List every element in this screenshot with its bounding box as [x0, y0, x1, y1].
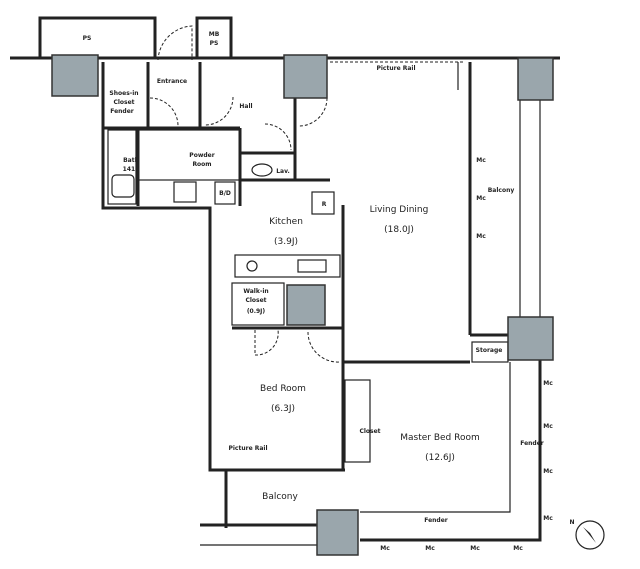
- label-bd: B/D: [219, 190, 231, 197]
- exterior-fender: [360, 360, 542, 542]
- label-walk-in: Walk-in: [243, 288, 268, 295]
- closet-door: [149, 97, 179, 127]
- label-window-mark: Mc: [476, 195, 486, 202]
- bath-room: [107, 129, 137, 205]
- label-walk-in-area: (0.9J): [247, 308, 266, 315]
- label-master-bed-room: Master Bed Room: [400, 433, 480, 443]
- label-living-dining: Living Dining: [370, 205, 429, 215]
- label-bed-room-area: (6.3J): [271, 404, 295, 414]
- label-closet: Closet: [359, 428, 380, 435]
- ps-box: [38, 16, 157, 60]
- entrance-door: [157, 25, 193, 61]
- label-window-mark: Mc: [543, 423, 553, 430]
- label-fender-east: Fender: [520, 440, 544, 447]
- column: [316, 509, 359, 556]
- label-window-mark: Mc: [543, 515, 553, 522]
- label-kitchen-area: (3.9J): [274, 237, 298, 247]
- label-powder-room: Room: [192, 161, 211, 168]
- duct-shaft: [286, 284, 326, 326]
- sink: [297, 259, 327, 273]
- bd-box: [214, 181, 236, 205]
- label-shoes-fender: Fender: [110, 108, 134, 115]
- label-shoes-closet: Closet: [113, 99, 134, 106]
- label-window-mark: Mc: [543, 468, 553, 475]
- label-hall: Hall: [239, 103, 252, 110]
- ld-door: [298, 97, 328, 127]
- label-picture-rail: Picture Rail: [376, 65, 415, 72]
- label-living-dining-area: (18.0J): [384, 225, 414, 235]
- label-window-mark: Mc: [470, 545, 480, 552]
- mb-ps-box: [195, 16, 233, 60]
- toilet: [251, 163, 273, 177]
- column: [517, 57, 554, 101]
- label-kitchen: Kitchen: [269, 217, 303, 227]
- label-shoes-in: Shoes-in: [109, 90, 138, 97]
- bedroom-closet-door: [254, 329, 279, 356]
- compass-label: N: [569, 519, 574, 526]
- label-window-mark: Mc: [543, 380, 553, 387]
- label-picture-rail-bed: Picture Rail: [228, 445, 267, 452]
- label-window-mark: Mc: [476, 233, 486, 240]
- walk-in-closet: [231, 282, 285, 326]
- label-fender-south: Fender: [424, 517, 448, 524]
- label-mb: MB: [209, 31, 220, 38]
- master-window-line: [360, 362, 511, 513]
- label-window-mark: Mc: [380, 545, 390, 552]
- label-window-mark: Mc: [425, 545, 435, 552]
- label-balcony-south: Balcony: [262, 492, 298, 502]
- compass-icon: N: [569, 519, 605, 550]
- label-lav: Lav.: [276, 168, 290, 175]
- wall-west: [101, 62, 228, 528]
- label-bath: Bath: [123, 157, 139, 164]
- label-ps: PS: [83, 35, 92, 42]
- label-powder: Powder: [189, 152, 214, 159]
- stove: [246, 260, 258, 272]
- label-window-mark: Mc: [513, 545, 523, 552]
- kitchen-counter: [234, 254, 341, 278]
- column: [507, 316, 554, 361]
- fridge-space: [311, 191, 335, 215]
- hall-door: [204, 96, 234, 126]
- label-bed-room: Bed Room: [260, 384, 306, 394]
- label-balcony-east: Balcony: [488, 187, 515, 194]
- label-bath-size: 1416: [123, 166, 140, 173]
- column: [283, 54, 328, 99]
- label-master-bed-room-area: (12.6J): [425, 453, 455, 463]
- master-closet: [344, 379, 371, 463]
- bedroom-door: [307, 331, 341, 363]
- washbasin: [173, 181, 197, 203]
- column: [51, 54, 99, 97]
- bathtub: [111, 174, 135, 198]
- label-window-mark: Mc: [476, 157, 486, 164]
- label-entrance: Entrance: [157, 78, 187, 85]
- label-walk-in-closet: Closet: [245, 297, 266, 304]
- label-storage: Storage: [476, 347, 503, 354]
- lav-door: [264, 123, 292, 151]
- label-mb-ps: PS: [210, 40, 219, 47]
- label-ref: R: [322, 201, 327, 208]
